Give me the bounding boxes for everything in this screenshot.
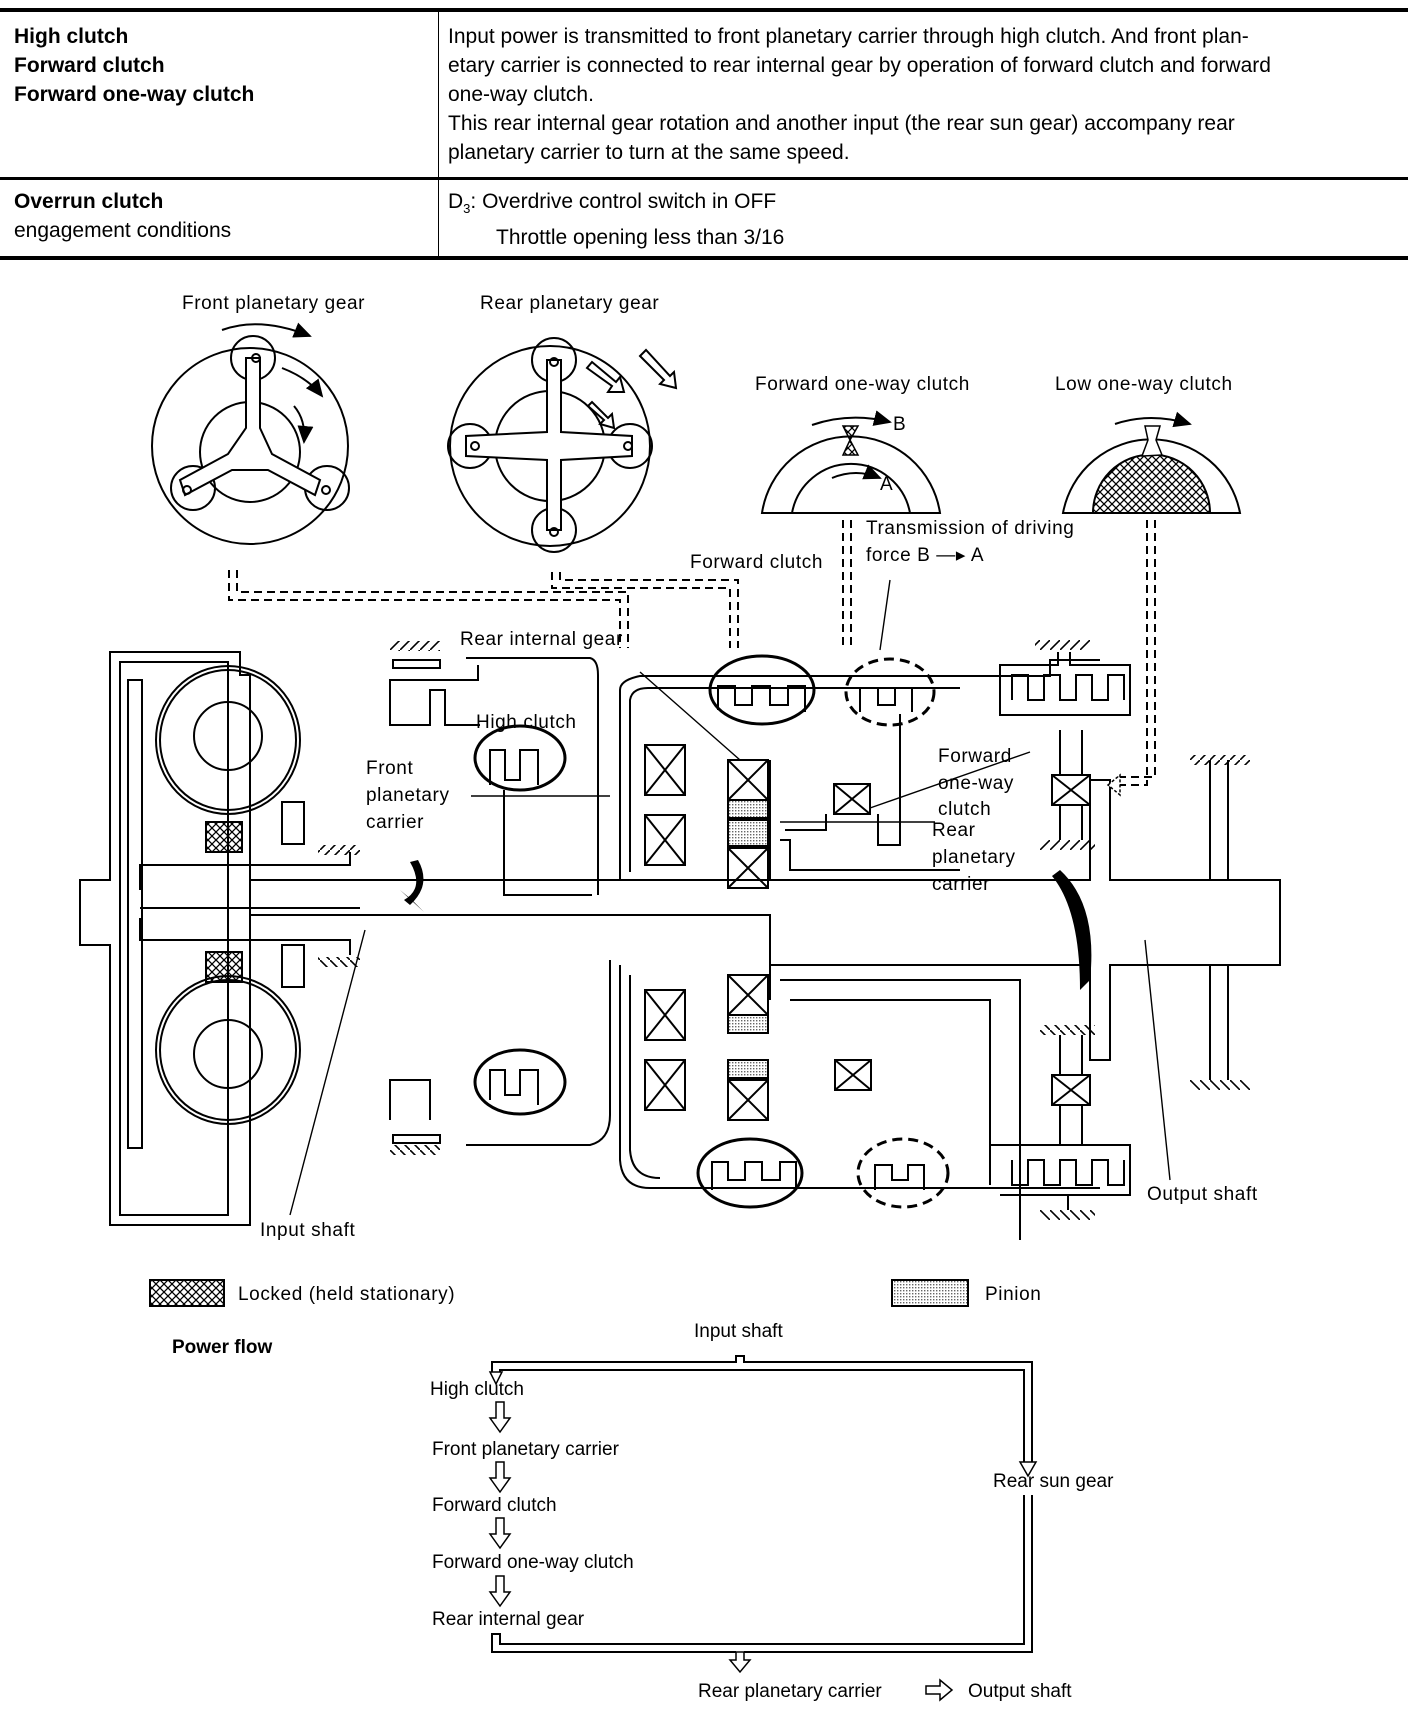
description-line: This rear internal gear rotation and ano…: [448, 112, 1235, 135]
condition-text: : Overdrive control switch in OFF: [470, 190, 777, 213]
component-high-clutch: High clutch: [14, 25, 129, 48]
table-row-divider: [0, 177, 1408, 180]
input-rotation-arrow: [404, 860, 424, 905]
label-a: A: [880, 474, 893, 495]
flow-step-front-planetary-carrier: Front planetary carrier: [432, 1439, 620, 1460]
pinion-legend-label: Pinion: [985, 1284, 1041, 1305]
forward-one-way-clutch-title: Forward one-way clutch: [755, 374, 970, 395]
transmission-label-1: Transmission of driving: [866, 518, 1074, 539]
forward-one-way-clutch-label-3: clutch: [938, 799, 991, 820]
engagement-conditions-label: engagement conditions: [14, 219, 232, 242]
label-b: B: [893, 414, 906, 435]
table-bottom-rule: [0, 256, 1408, 260]
locked-legend-swatch: [149, 1279, 225, 1307]
input-shaft-label: Input shaft: [260, 1220, 355, 1241]
low-one-way-clutch-title: Low one-way clutch: [1055, 374, 1233, 395]
flow-step-forward-clutch: Forward clutch: [432, 1495, 557, 1516]
low-one-way-clutch-upper: [999, 640, 1131, 850]
flow-arrow-to-rear-sun-gear: [1018, 1461, 1038, 1478]
flow-source-input-shaft: Input shaft: [694, 1321, 783, 1342]
low-one-way-clutch-lower: [990, 1025, 1131, 1220]
rear-planetary-carrier-label-2: planetary: [932, 847, 1016, 868]
flow-arrow-right: [925, 1678, 954, 1702]
front-planetary-gear-illustration: [151, 322, 629, 648]
table-top-rule: [0, 8, 1408, 12]
description-line: Input power is transmitted to front plan…: [448, 25, 1249, 48]
front-planetary-gear-label: Front planetary gear: [182, 293, 365, 314]
flow-step-forward-one-way-clutch: Forward one-way clutch: [432, 1552, 634, 1573]
output-rotation-arrow: [1052, 870, 1092, 990]
rear-gear-drop-line: [551, 572, 739, 648]
forward-one-way-clutch-illustration: B A: [760, 410, 942, 648]
flow-arrow-down: [488, 1401, 512, 1434]
forward-clutch-label: Forward clutch: [690, 552, 823, 573]
engaged-components: High clutch Forward clutch Forward one-w…: [14, 22, 254, 109]
condition-line-1: D3: Overdrive control switch in OFF: [448, 187, 1398, 223]
leader-lines: [289, 579, 1171, 1216]
forward-one-way-clutch-label-1: Forward: [938, 746, 1012, 767]
flow-step-rear-planetary-carrier: Rear planetary carrier: [698, 1681, 882, 1702]
high-clutch-assembly: [389, 641, 611, 1155]
condition-line-2: Throttle opening less than 3/16: [496, 226, 785, 250]
overrun-conditions: D3: Overdrive control switch in OFF Thro…: [448, 187, 1398, 252]
flow-split-bracket: [491, 1355, 1033, 1462]
flow-step-rear-internal-gear: Rear internal gear: [432, 1609, 585, 1630]
rear-planetary-carrier-label-1: Rear: [932, 820, 976, 841]
flow-merge-bracket: [491, 1495, 1033, 1653]
description-line: one-way clutch.: [448, 83, 594, 106]
output-shaft-label: Output shaft: [1147, 1184, 1258, 1205]
pinion-legend-swatch: [891, 1279, 969, 1307]
planetary-sets-lower: [619, 965, 1100, 1240]
component-forward-one-way-clutch: Forward one-way clutch: [14, 83, 255, 106]
front-gear-drop-line: [228, 570, 629, 648]
torque-converter: [79, 651, 360, 1226]
component-forward-clutch: Forward clutch: [14, 54, 165, 77]
range-d: D: [448, 190, 464, 213]
locked-legend-label: Locked (held stationary): [238, 1284, 455, 1305]
low-one-way-clutch-illustration: [1061, 411, 1242, 786]
flow-arrow-down: [488, 1517, 512, 1550]
front-planetary-carrier-label-2: planetary: [366, 785, 450, 806]
overrun-clutch-label: Overrun clutch: [14, 190, 164, 213]
input-rotation-arrowhead: [400, 890, 424, 912]
flow-arrow-to-high-clutch: [488, 1371, 504, 1386]
front-planetary-carrier-label-1: Front: [366, 758, 413, 779]
rear-internal-gear-label: Rear internal gear: [460, 629, 623, 650]
forward-one-way-clutch-label-2: one-way: [938, 773, 1014, 794]
description-line: planetary carrier to turn at the same sp…: [448, 141, 850, 164]
power-flow-title: Power flow: [172, 1337, 273, 1358]
planetary-sets-upper: [619, 654, 1100, 889]
flow-arrow-down: [488, 1461, 512, 1494]
front-planetary-carrier-label-3: carrier: [366, 812, 424, 833]
transmission-label-2: force B —▸ A: [866, 545, 984, 566]
range-subscript: 3: [463, 201, 471, 217]
flow-step-output-shaft: Output shaft: [968, 1681, 1072, 1702]
description-line: etary carrier is connected to rear inter…: [448, 54, 1271, 77]
flow-step-rear-sun-gear: Rear sun gear: [993, 1471, 1114, 1492]
overrun-label: Overrun clutch engagement conditions: [14, 187, 231, 245]
table-column-divider: [438, 12, 439, 257]
rear-planetary-gear-illustration: [447, 337, 739, 648]
rear-planetary-gear-label: Rear planetary gear: [480, 293, 659, 314]
flow-step-high-clutch: High clutch: [430, 1379, 524, 1400]
flow-arrow-down: [488, 1575, 512, 1608]
rear-planetary-carrier-label-3: carrier: [932, 874, 990, 895]
high-clutch-label: High clutch: [476, 712, 577, 733]
flow-arrow-to-rear-planetary-carrier: [728, 1651, 752, 1674]
power-description: Input power is transmitted to front plan…: [448, 22, 1398, 167]
